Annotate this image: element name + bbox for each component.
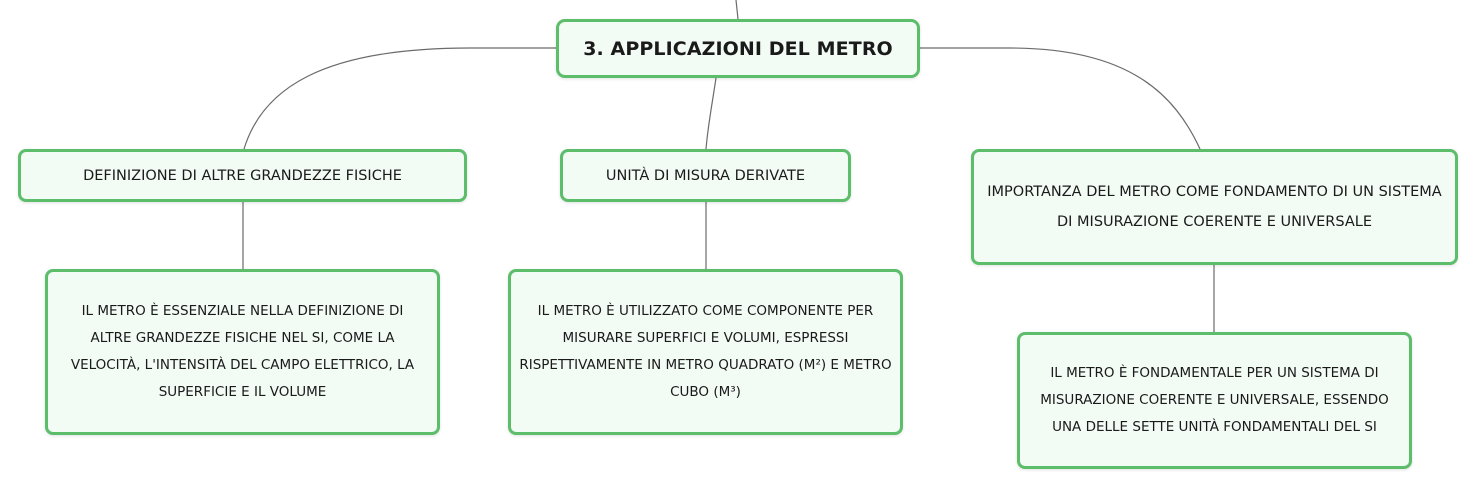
connector-root-to-branch-1 — [243, 47, 556, 150]
root-node[interactable]: 3. APPLICAZIONI DEL METRO — [556, 19, 920, 78]
detail-node-importanza-metro[interactable]: IL METRO È FONDAMENTALE PER UN SISTEMA D… — [1017, 332, 1412, 469]
branch-node-altre-grandezze[interactable]: DEFINIZIONE DI ALTRE GRANDEZZE FISICHE — [18, 149, 467, 202]
branch-node-label: IMPORTANZA DEL METRO COME FONDAMENTO DI … — [987, 184, 1442, 230]
branch-node-label: DEFINIZIONE DI ALTRE GRANDEZZE FISICHE — [83, 167, 402, 184]
detail-node-altre-grandezze[interactable]: IL METRO È ESSENZIALE NELLA DEFINIZIONE … — [45, 269, 440, 435]
connector-root-to-branch-2 — [705, 77, 717, 150]
detail-node-text: IL METRO È UTILIZZATO COME COMPONENTE PE… — [519, 303, 892, 400]
connector-parent-to-root — [735, 0, 739, 20]
detail-node-unita-derivate[interactable]: IL METRO È UTILIZZATO COME COMPONENTE PE… — [508, 269, 903, 435]
branch-node-label: UNITÀ DI MISURA DERIVATE — [605, 167, 806, 184]
detail-node-text: IL METRO È ESSENZIALE NELLA DEFINIZIONE … — [70, 303, 415, 400]
detail-node-text: IL METRO È FONDAMENTALE PER UN SISTEMA D… — [1040, 365, 1389, 435]
branch-node-unita-derivate[interactable]: UNITÀ DI MISURA DERIVATE — [560, 149, 851, 202]
branch-node-importanza-metro[interactable]: IMPORTANZA DEL METRO COME FONDAMENTO DI … — [971, 149, 1458, 265]
connector-root-to-branch-3 — [920, 47, 1201, 150]
root-node-label: 3. APPLICAZIONI DEL METRO — [583, 37, 893, 60]
